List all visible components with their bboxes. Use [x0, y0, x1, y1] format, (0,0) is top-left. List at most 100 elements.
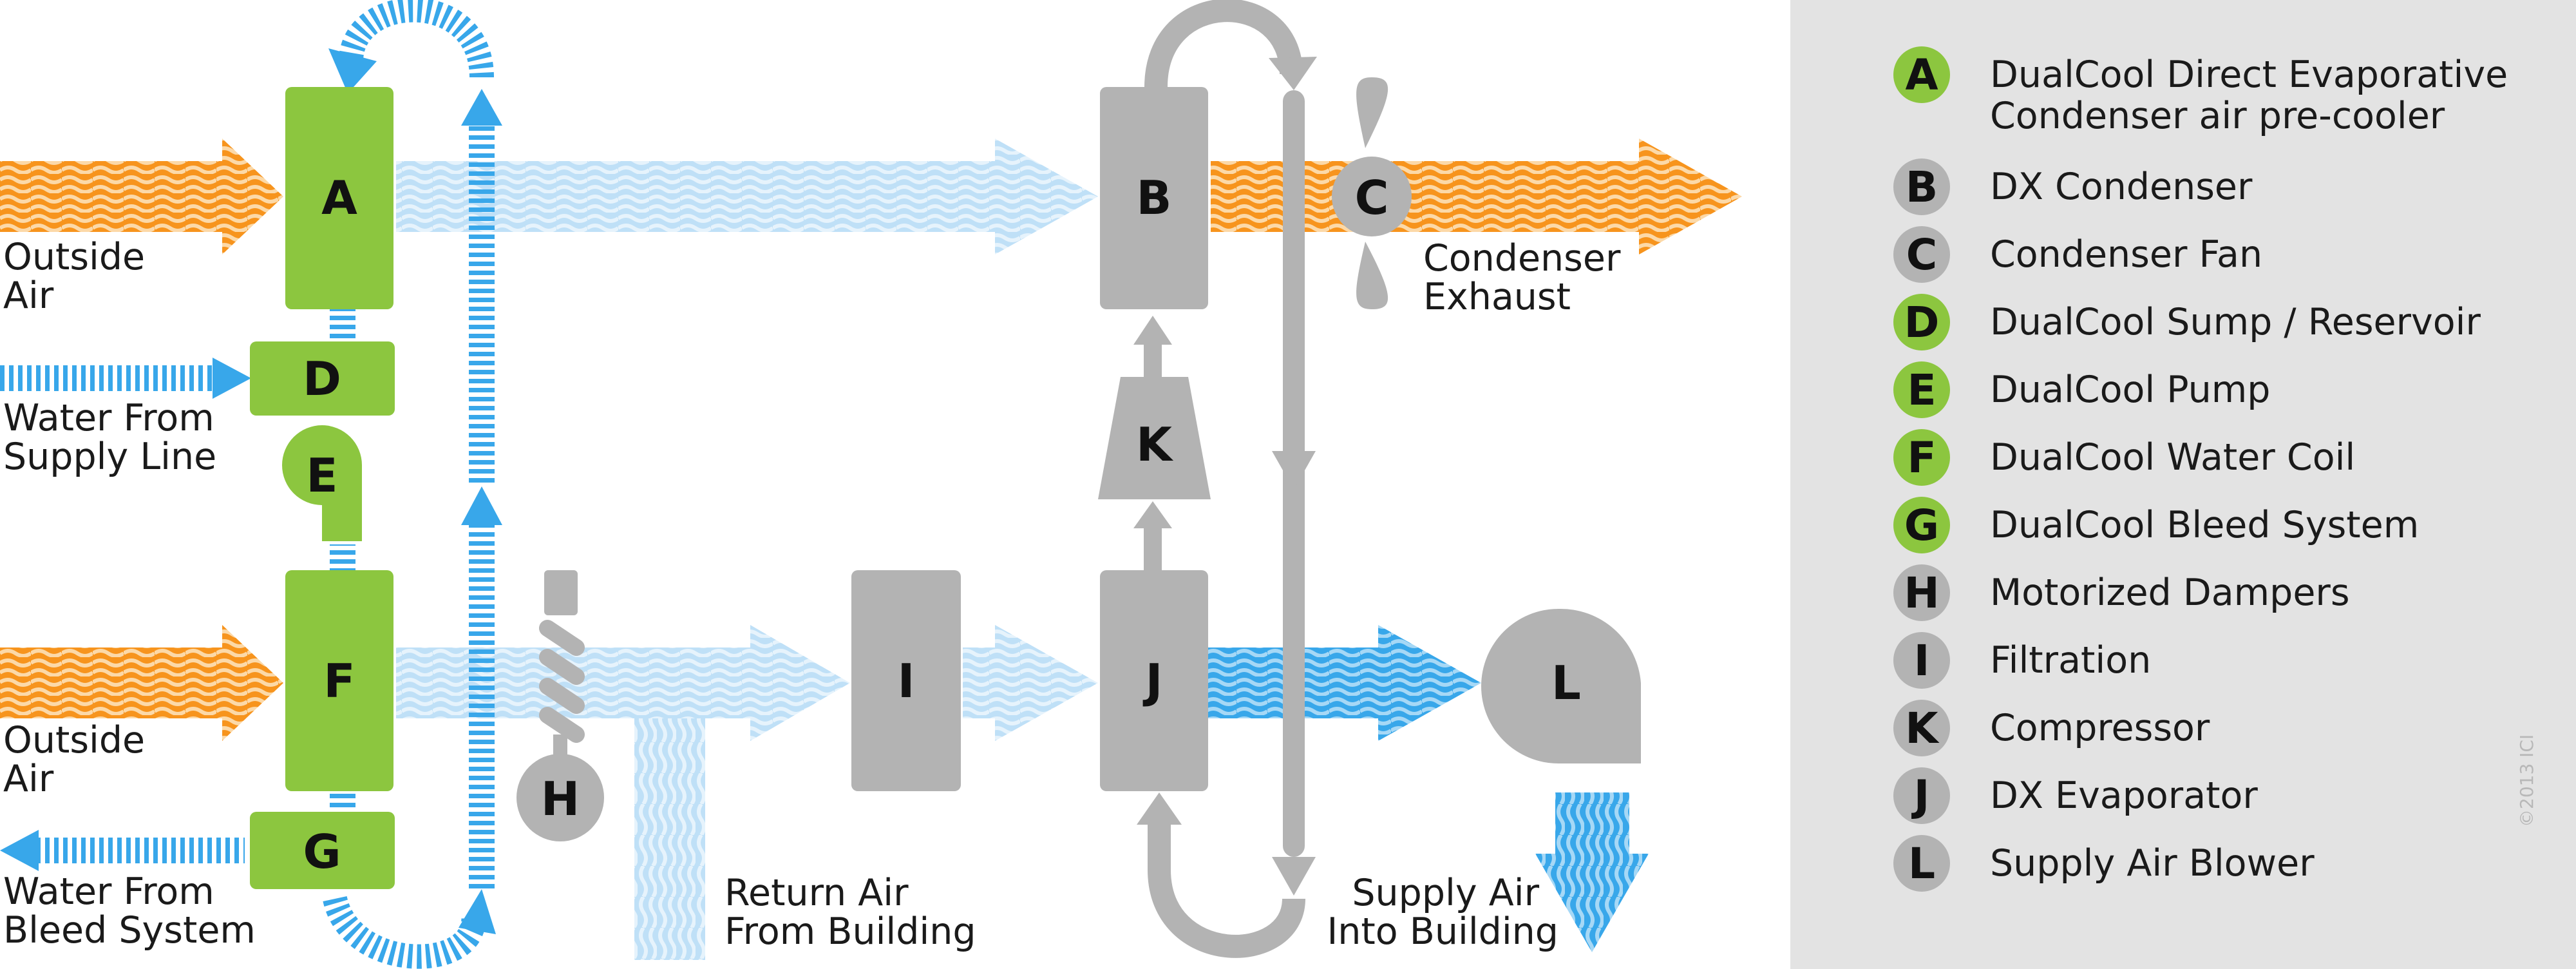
- legend-item: C Condenser Fan: [1893, 226, 2262, 283]
- water-supply-arrowhead: [213, 358, 251, 399]
- water-riser-bottom-arrowhead: [461, 486, 502, 525]
- damper-h-top: [544, 570, 578, 615]
- legend-badge: L: [1893, 835, 1950, 892]
- legend-badge: D: [1893, 294, 1950, 350]
- refrigerant-line-k-j: [1144, 525, 1162, 573]
- component-j-box: [1100, 570, 1208, 791]
- component-j-letter: J: [1142, 654, 1163, 708]
- component-e-pump: [282, 425, 362, 541]
- legend-label: Condenser Fan: [1990, 233, 2263, 276]
- supply-air-label-1: Supply Air: [1352, 872, 1539, 914]
- legend-panel: A DualCool Direct Evaporative Condenser …: [1790, 0, 2576, 969]
- hvac-diagram: A D E F G B C K J I L H Outside Air Wate…: [0, 0, 1742, 969]
- component-l-blower: [1481, 608, 1641, 763]
- condenser-exhaust-label-1: Condenser: [1423, 237, 1621, 280]
- legend-item: A DualCool Direct Evaporative Condenser …: [1893, 46, 2508, 137]
- water-bleed-label-2: Bleed System: [3, 909, 256, 952]
- legend-label: DX Condenser: [1990, 166, 2253, 208]
- water-link-a-d: [330, 309, 355, 341]
- condenser-exhaust-label-2: Exhaust: [1423, 276, 1571, 318]
- component-b-box: [1100, 87, 1208, 309]
- return-air-label-2: From Building: [724, 910, 976, 953]
- water-riser-top: [469, 126, 495, 486]
- component-e-letter: E: [306, 448, 337, 503]
- component-b-letter: B: [1137, 171, 1172, 225]
- legend-item: G DualCool Bleed System: [1893, 497, 2419, 553]
- legend-badge: A: [1893, 46, 1950, 103]
- component-c-hub: [1332, 157, 1412, 236]
- legend-label: DualCool Bleed System: [1990, 504, 2420, 546]
- component-d-box: [250, 341, 395, 416]
- refrigerant-arrow-k-j: [1133, 501, 1172, 528]
- legend-label-line: Condenser air pre-cooler: [1990, 95, 2445, 137]
- water-riser-top-arrowhead: [461, 89, 502, 126]
- refrigerant-arrow-down: [1272, 451, 1316, 490]
- supply-air-in-flow: [396, 625, 850, 741]
- component-c-letter: C: [1355, 171, 1389, 225]
- legend-item: E DualCool Pump: [1893, 361, 2271, 418]
- legend-badge: G: [1893, 497, 1950, 553]
- component-i-letter: I: [898, 654, 915, 708]
- legend-item: F DualCool Water Coil: [1893, 429, 2355, 486]
- water-riser-bottom: [469, 522, 495, 889]
- legend-item: H Motorized Dampers: [1893, 564, 2350, 621]
- damper-h-actuator: [516, 754, 604, 841]
- water-bleed-arrowhead: [0, 830, 39, 871]
- water-top-loop: [339, 0, 494, 78]
- supply-air-label-2: Into Building: [1327, 910, 1558, 953]
- damper-h-blades: [539, 620, 585, 743]
- water-link-e-f: [330, 544, 355, 570]
- legend-label: Motorized Dampers: [1990, 571, 2350, 614]
- outside-air-top-label-1: Outside: [3, 236, 145, 278]
- legend-item: L Supply Air Blower: [1893, 835, 2315, 892]
- legend-item: D DualCool Sump / Reservoir: [1893, 294, 2481, 350]
- legend-item: J DX Evaporator: [1893, 767, 2258, 824]
- legend-badge: K: [1893, 700, 1950, 756]
- legend-label: DualCool Direct Evaporative Condenser ai…: [1990, 46, 2508, 137]
- water-bottom-loop-arrowhead: [459, 889, 496, 934]
- cooled-air-flow: [1208, 625, 1481, 741]
- legend-label: DX Evaporator: [1990, 774, 2258, 817]
- return-air-flow: [634, 718, 705, 960]
- component-f-letter: F: [323, 654, 355, 708]
- component-c-fan: [1356, 77, 1388, 309]
- legend-badge: E: [1893, 361, 1950, 418]
- copyright-notice: ©2013 ICI: [2516, 734, 2537, 827]
- water-bleed-line: [32, 838, 245, 863]
- refrigerant-bottom-arrowhead: [1137, 792, 1182, 825]
- component-f-box: [285, 570, 393, 791]
- component-i-box: [851, 570, 961, 791]
- legend-label: Compressor: [1990, 707, 2210, 749]
- legend-item: I Filtration: [1893, 632, 2151, 689]
- outside-air-bottom-flow: [0, 625, 283, 741]
- component-l-letter: L: [1551, 656, 1581, 710]
- refrigerant-arrow-bottom: [1272, 857, 1316, 896]
- refrigerant-top-arrowhead: [1269, 57, 1317, 90]
- legend-label: Supply Air Blower: [1990, 842, 2315, 885]
- legend-badge: F: [1893, 429, 1950, 486]
- component-a-box: [285, 87, 393, 309]
- component-k-compressor: [1098, 377, 1211, 499]
- legend-badge: H: [1893, 564, 1950, 621]
- outside-air-top-label-2: Air: [3, 274, 54, 317]
- component-k-letter: K: [1136, 417, 1173, 472]
- refrigerant-bottom-loop: [1148, 818, 1305, 958]
- legend-badge: B: [1893, 158, 1950, 215]
- water-supply-line: [0, 365, 219, 391]
- legend-badge: J: [1893, 767, 1950, 824]
- component-h-letter: H: [541, 772, 580, 826]
- legend-item: B DX Condenser: [1893, 158, 2252, 215]
- outside-air-bottom-label-2: Air: [3, 758, 54, 800]
- water-bleed-label-1: Water From: [3, 870, 214, 913]
- refrigerant-line-b-k: [1144, 341, 1162, 380]
- legend-label: DualCool Water Coil: [1990, 436, 2356, 479]
- legend-item: K Compressor: [1893, 700, 2210, 756]
- legend-label: Filtration: [1990, 639, 2152, 682]
- refrigerant-top-loop: [1144, 0, 1303, 88]
- water-supply-label-2: Supply Line: [3, 436, 216, 478]
- water-supply-label-1: Water From: [3, 397, 214, 439]
- component-g-box: [250, 812, 395, 889]
- return-air-label-1: Return Air: [724, 872, 909, 914]
- water-top-loop-arrowhead: [328, 48, 377, 93]
- filtered-air-flow: [963, 625, 1098, 741]
